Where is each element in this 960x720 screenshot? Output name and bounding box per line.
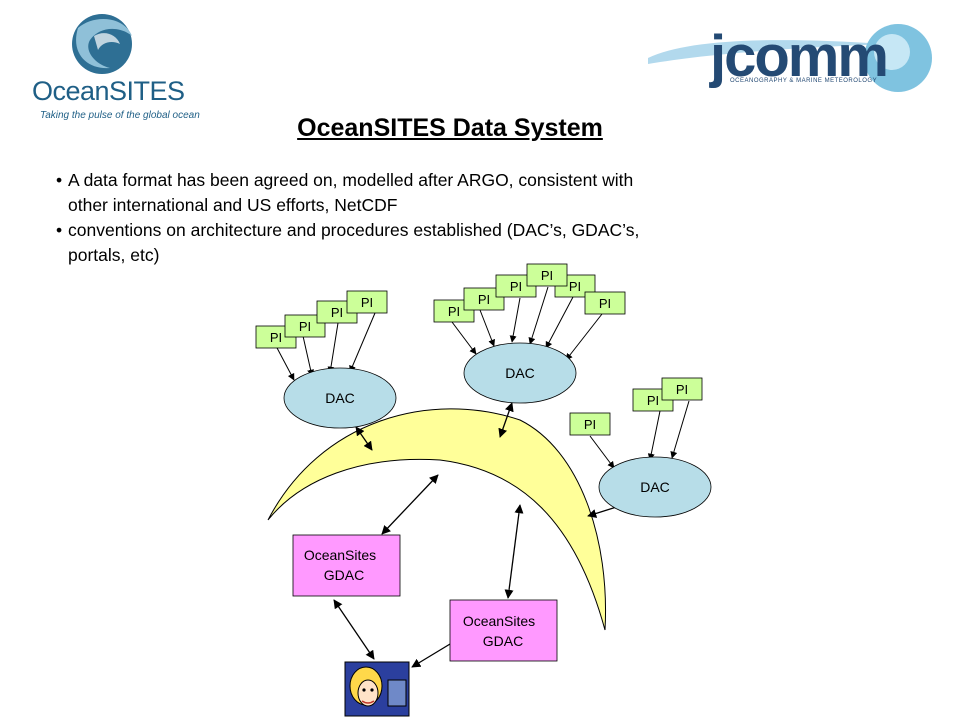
oceansites-logo: OceanSITES Taking the pulse of the globa… — [24, 6, 200, 126]
pi-label: PI — [541, 268, 553, 283]
pi-group-2: PI PI PI PI PI PI — [433, 263, 626, 323]
oceansites-brand: OceanSITES — [32, 76, 185, 106]
gdac-label-line2: GDAC — [324, 567, 364, 583]
gdac-node-1: OceanSites GDAC — [292, 534, 401, 597]
pi-label: PI — [478, 292, 490, 307]
pi-label: PI — [569, 279, 581, 294]
gdac-label-line1: OceanSites — [304, 547, 376, 563]
pi-box — [584, 291, 626, 315]
jcomm-logo: jcomm OCEANOGRAPHY & MARINE METEOROLOGY — [646, 14, 946, 98]
pi-box — [661, 377, 703, 401]
jcomm-swoosh-icon — [648, 24, 932, 92]
pi-arrows-dac1 — [275, 312, 376, 381]
pi-box — [526, 263, 568, 287]
pi-box — [346, 290, 388, 314]
pi-arrows-dac3 — [589, 400, 690, 469]
dac-node-1: DAC — [283, 367, 397, 429]
jcomm-wordmark: jcomm — [710, 24, 889, 89]
pi-box — [284, 314, 326, 338]
pi-label: PI — [270, 330, 282, 345]
bullet-line: portals, etc) — [68, 245, 160, 265]
user-at-computer-icon — [344, 661, 410, 717]
bullet-item: • A data format has been agreed on, mode… — [54, 168, 874, 218]
bullet-line: A data format has been agreed on, modell… — [68, 170, 634, 190]
pi-label: PI — [448, 304, 460, 319]
gdac-label-line2: GDAC — [483, 633, 523, 649]
pi-group-3: PI PI PI — [569, 377, 703, 436]
gdac-node-2: OceanSites GDAC — [449, 599, 558, 662]
oceansites-tagline: Taking the pulse of the global ocean — [40, 110, 200, 121]
dac-label: DAC — [505, 365, 535, 381]
pi-label: PI — [584, 417, 596, 432]
page-title: OceanSITES Data System — [297, 114, 603, 142]
bullet-dot-icon: • — [56, 220, 63, 240]
bullet-line: other international and US efforts, NetC… — [68, 195, 398, 215]
pi-box — [463, 287, 505, 311]
pi-group-1: PI PI PI PI — [255, 290, 388, 349]
pi-label: PI — [361, 295, 373, 310]
pi-label: PI — [676, 382, 688, 397]
dac-label: DAC — [325, 390, 355, 406]
dac-node-2: DAC — [463, 342, 577, 404]
dac-node-3: DAC — [598, 456, 712, 518]
jcomm-subtitle: OCEANOGRAPHY & MARINE METEOROLOGY — [730, 78, 878, 84]
pi-box — [569, 412, 611, 436]
pi-label: PI — [331, 305, 343, 320]
bullet-dot-icon: • — [56, 170, 63, 190]
pi-label: PI — [299, 319, 311, 334]
bullet-list: • A data format has been agreed on, mode… — [54, 168, 874, 268]
pi-label: PI — [510, 279, 522, 294]
pi-label: PI — [599, 296, 611, 311]
globe-swirl-icon — [72, 14, 132, 74]
pi-arrows-dac2 — [451, 286, 603, 361]
bullet-item: • conventions on architecture and proced… — [54, 218, 874, 268]
bullet-line: conventions on architecture and procedur… — [68, 220, 640, 240]
dac-label: DAC — [640, 479, 670, 495]
gdac-label-line1: OceanSites — [463, 613, 535, 629]
portal-crescent — [267, 408, 607, 631]
pi-label: PI — [647, 393, 659, 408]
